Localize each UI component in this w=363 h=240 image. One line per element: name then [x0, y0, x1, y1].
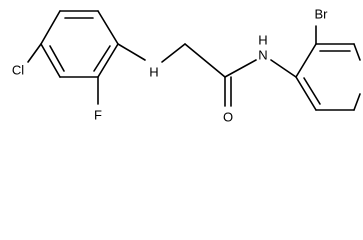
- amide-nitrogen-label: N H: [258, 33, 267, 63]
- double-bond-inner: [49, 45, 65, 72]
- nh-ch2-bond: [161, 43, 186, 63]
- chlorine-label: Cl: [12, 63, 24, 78]
- bond: [40, 43, 61, 78]
- c-nh-bond: [117, 43, 146, 61]
- bond: [295, 76, 317, 111]
- nh-aryl-bond: [270, 59, 297, 78]
- amide-nitrogen-symbol: N: [258, 48, 267, 63]
- bromine-label: Br: [315, 7, 329, 22]
- left-benzene-ring: [40, 10, 119, 78]
- bond: [295, 43, 317, 78]
- bond: [353, 43, 361, 61]
- c-cl-bond: [27, 43, 42, 63]
- ch2-co-bond: [184, 43, 226, 78]
- bond: [97, 43, 119, 78]
- fluorine-label: F: [94, 108, 102, 123]
- amine-nitrogen-label: H: [149, 65, 158, 80]
- bond: [97, 10, 119, 45]
- chemical-structure-diagram: Cl F H O N H Br: [12, 7, 361, 125]
- amide-nitrogen-hydrogen: H: [258, 33, 267, 48]
- co-nh-bond: [224, 59, 257, 78]
- double-bond-inner: [93, 45, 111, 72]
- bond: [353, 93, 361, 111]
- oxygen-label: O: [223, 110, 233, 125]
- double-bond-inner: [303, 77, 321, 105]
- right-benzene-ring: [295, 43, 361, 111]
- bond: [40, 10, 61, 45]
